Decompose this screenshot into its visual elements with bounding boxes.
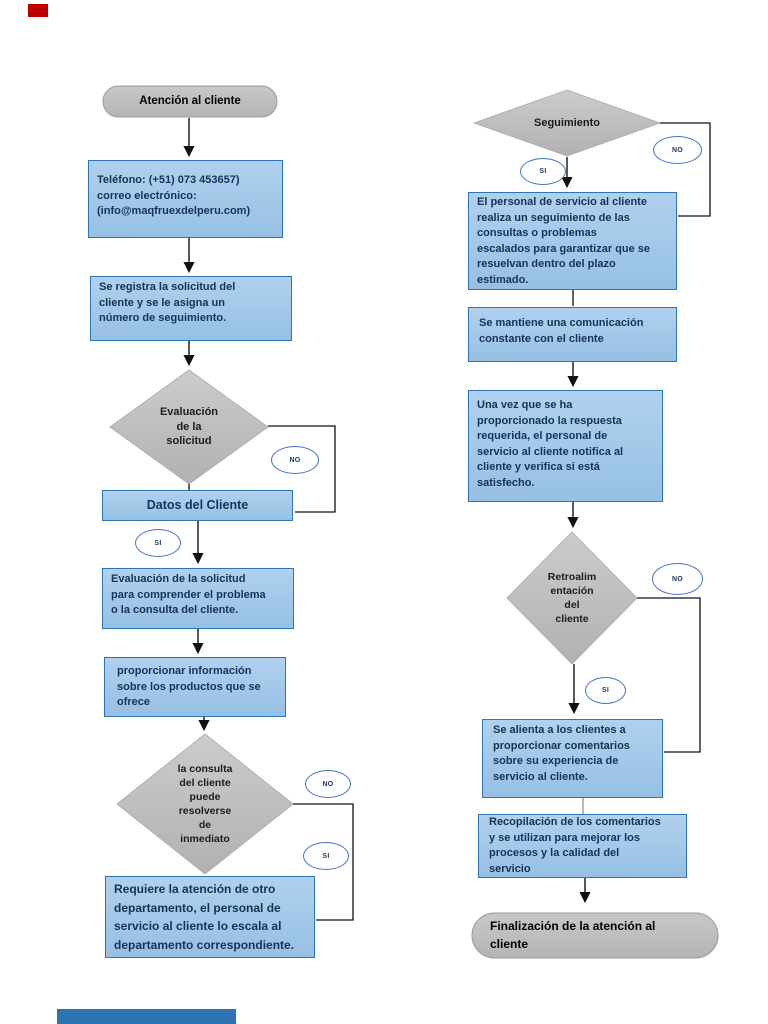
process-box-alienta-comentarios: Se alienta a los clientes a proporcionar… <box>482 719 663 798</box>
connector <box>293 803 354 921</box>
decision-diamond-evaluacion <box>109 369 269 485</box>
process-box-recopilacion: Recopilación de los comentarios y se uti… <box>478 814 687 878</box>
decision-diamond-seguimiento <box>472 89 662 157</box>
no-oval-seguimiento: NO <box>653 136 702 164</box>
decision-diamond-consulta <box>116 733 294 875</box>
process-box-informacion-productos: proporcionar información sobre los produ… <box>104 657 286 717</box>
connector <box>637 597 701 753</box>
next-page-blue-bar <box>57 1009 236 1024</box>
si-oval-retroalimentacion: SI <box>585 677 626 704</box>
connector <box>660 122 711 217</box>
start-capsule-label: Atención al cliente <box>139 95 241 108</box>
red-corner-marker <box>28 4 48 17</box>
si-oval-consulta: SI <box>303 842 349 870</box>
process-box-escalamiento: Requiere la atención de otro departament… <box>105 876 315 958</box>
process-box-notificacion: Una vez que se ha proporcionado la respu… <box>468 390 663 502</box>
process-box-datos-cliente: Datos del Cliente <box>102 490 293 521</box>
no-oval-consulta: NO <box>305 770 351 798</box>
end-capsule-label: Finalización de la atención al cliente <box>490 919 656 951</box>
process-box-registro: Se registra la solicitud del cliente y s… <box>90 276 292 341</box>
connector <box>268 425 336 513</box>
process-box-evaluacion-detalle: Evaluación de la solicitud para comprend… <box>102 568 294 629</box>
process-box-contacto: Teléfono: (+51) 073 453657) correo elect… <box>88 160 283 238</box>
start-capsule-shape <box>102 85 278 118</box>
decision-diamond-retroalimentacion <box>506 531 638 665</box>
si-oval-seguimiento: SI <box>520 158 566 185</box>
end-capsule-shape <box>471 912 719 959</box>
no-oval-retroalimentacion: NO <box>652 563 703 595</box>
no-oval-evaluacion: NO <box>271 446 319 474</box>
process-box-comunicacion: Se mantiene una comunicación constante c… <box>468 307 677 362</box>
process-box-seguimiento: El personal de servicio al cliente reali… <box>468 192 677 290</box>
si-oval-evaluacion: SI <box>135 529 181 557</box>
